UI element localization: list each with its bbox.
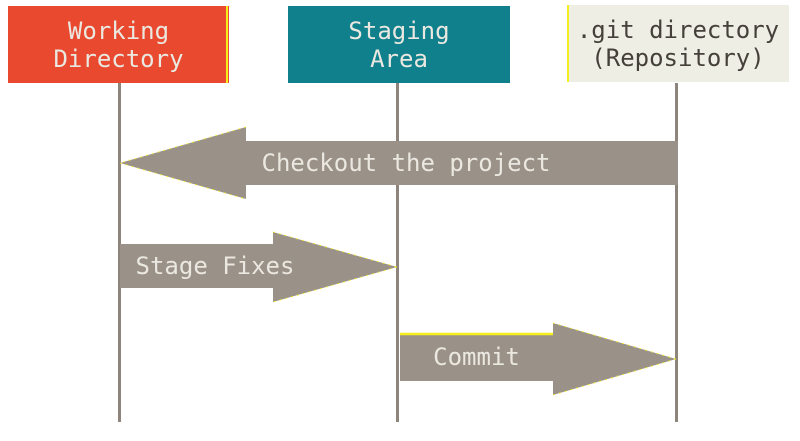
box-git-directory-label-line2: (Repository) [591, 43, 765, 72]
checkout-arrow-yellow-dots-bottom [119, 162, 247, 200]
yellow-edge-artifact-git [567, 5, 569, 82]
box-working-directory: Working Directory [8, 6, 229, 83]
yellow-edge-artifact-working [226, 6, 228, 83]
checkout-arrow-yellow-dots-top [119, 126, 247, 164]
checkout-arrow [119, 126, 678, 200]
lifeline-git-directory [675, 83, 678, 422]
lifeline-working-directory [118, 83, 121, 422]
lifeline-staging-area [396, 83, 399, 422]
box-working-directory-label-line2: Directory [53, 44, 184, 73]
stage-fixes-arrow [120, 231, 398, 303]
box-working-directory-label-line1: Working [67, 16, 170, 45]
checkout-arrow-shape [120, 127, 678, 199]
checkout-arrow-label: Checkout the project [261, 149, 551, 177]
commit-arrow-label: Commit [433, 343, 520, 371]
commit-arrow [400, 322, 677, 396]
commit-arrow-shape [400, 323, 676, 395]
box-git-directory-label-line1: .git directory [576, 15, 780, 44]
box-staging-area-label-line2: Area [370, 44, 428, 73]
stage-fixes-arrow-shape [120, 232, 397, 302]
box-staging-area-label-line1: Staging [348, 16, 450, 45]
box-staging-area: Staging Area [288, 6, 510, 83]
box-git-directory: .git directory (Repository) [567, 5, 789, 82]
stage-fixes-arrow-label: Stage Fixes [135, 252, 295, 280]
